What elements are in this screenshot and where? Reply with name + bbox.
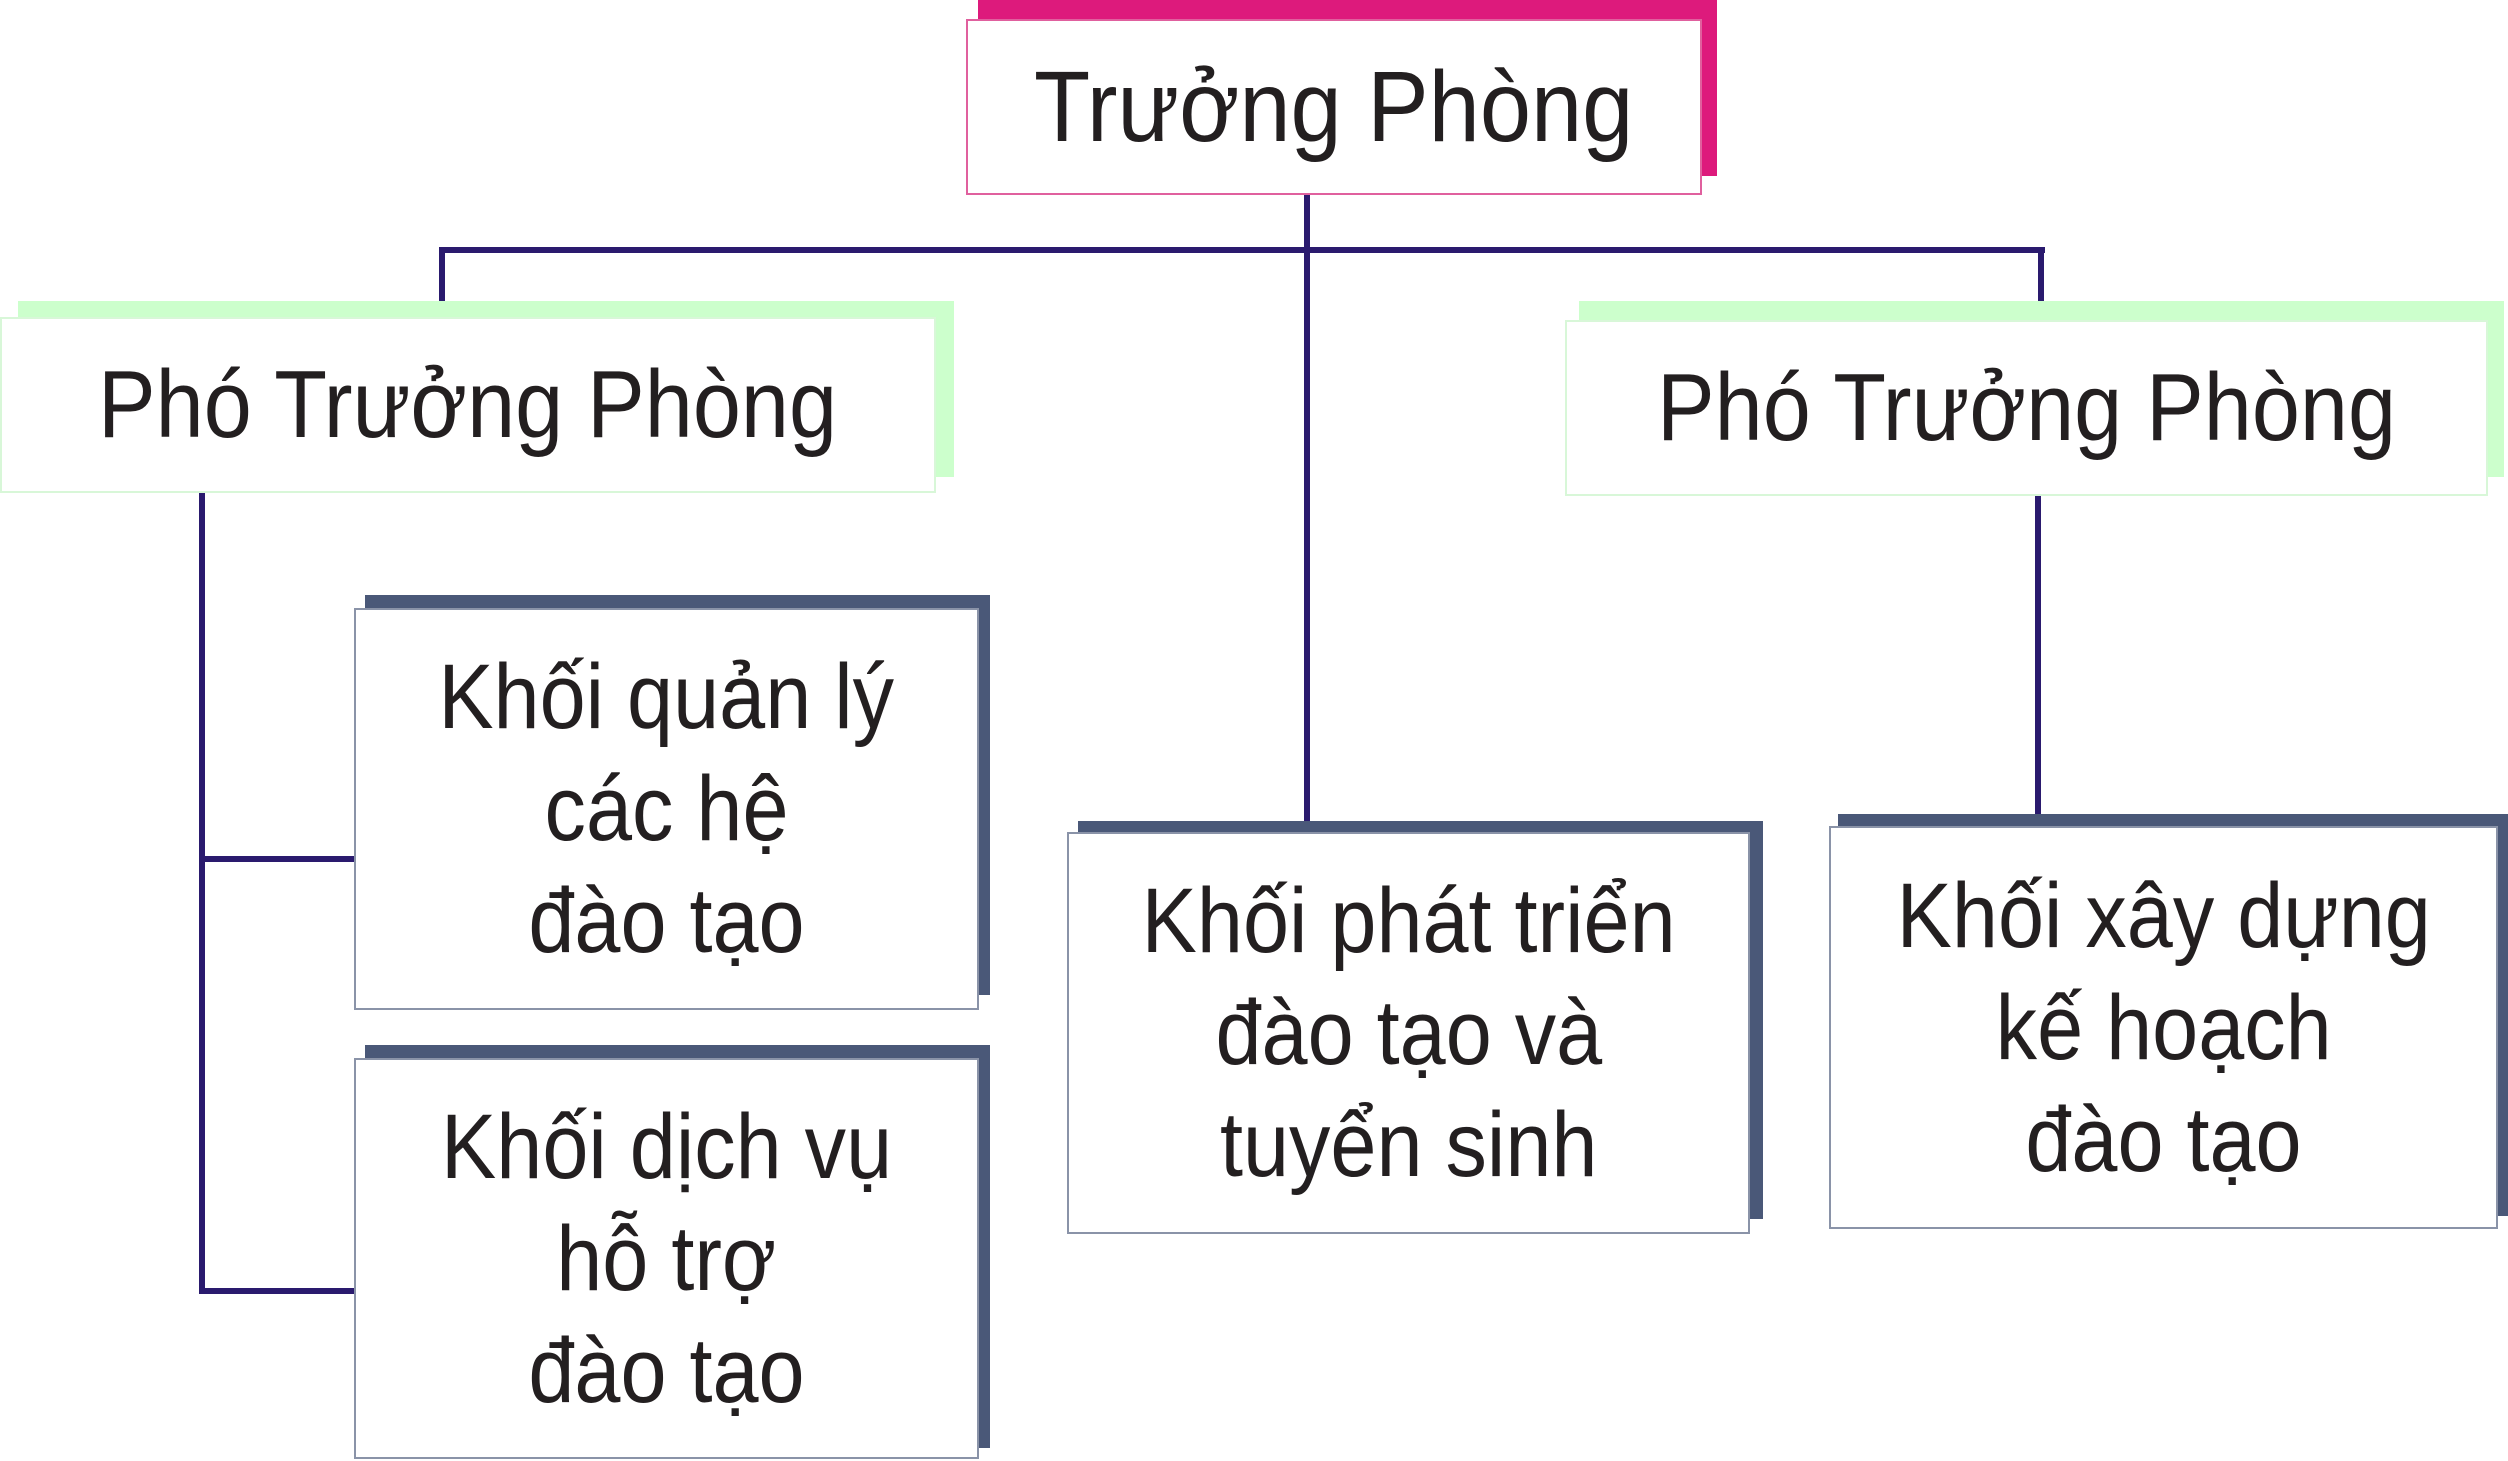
unit-1-line-3: đào tạo	[528, 870, 805, 972]
unit-2-line-3: đào tạo	[528, 1319, 805, 1422]
unit-4-line-2: kế hoạch	[1995, 976, 2332, 1079]
unit-box-management[interactable]: Khối quản lý các hệ đào tạo	[354, 608, 979, 1010]
head-box[interactable]: Trưởng Phòng	[966, 19, 1702, 195]
unit-4-line-3: đào tạo	[2025, 1088, 2302, 1191]
connector-center-down	[1304, 247, 1310, 825]
connector-right-deputy-up	[2038, 247, 2044, 307]
connector-left-branch-2	[199, 1288, 356, 1294]
unit-box-support[interactable]: Khối dịch vụ hỗ trợ đào tạo	[354, 1058, 979, 1459]
left-deputy-title: Phó Trưởng Phòng	[98, 351, 838, 458]
unit-3-line-2: đào tạo và	[1215, 982, 1602, 1084]
left-deputy-box[interactable]: Phó Trưởng Phòng	[0, 317, 936, 493]
connector-left-trunk	[199, 493, 205, 1294]
connector-left-deputy-up	[439, 247, 445, 307]
unit-box-development[interactable]: Khối phát triển đào tạo và tuyển sinh	[1067, 832, 1750, 1234]
connector-horizontal-top	[439, 247, 2045, 253]
connector-head-down	[1304, 195, 1310, 253]
unit-4-line-1: Khối xây dựng	[1896, 864, 2431, 967]
right-deputy-title: Phó Trưởng Phòng	[1657, 354, 2396, 461]
unit-2-line-2: hỗ trợ	[556, 1207, 777, 1310]
unit-2-line-1: Khối dịch vụ	[440, 1095, 893, 1198]
unit-3-line-3: tuyển sinh	[1219, 1094, 1598, 1196]
right-deputy-box[interactable]: Phó Trưởng Phòng	[1565, 320, 2488, 496]
unit-1-line-1: Khối quản lý	[438, 646, 895, 748]
head-title: Trưởng Phòng	[1034, 51, 1634, 163]
connector-left-branch-1	[199, 856, 356, 862]
unit-box-planning[interactable]: Khối xây dựng kế hoạch đào tạo	[1829, 826, 2498, 1229]
unit-3-line-1: Khối phát triển	[1141, 870, 1676, 972]
connector-right-down	[2035, 496, 2041, 818]
unit-1-line-2: các hệ	[544, 758, 789, 860]
